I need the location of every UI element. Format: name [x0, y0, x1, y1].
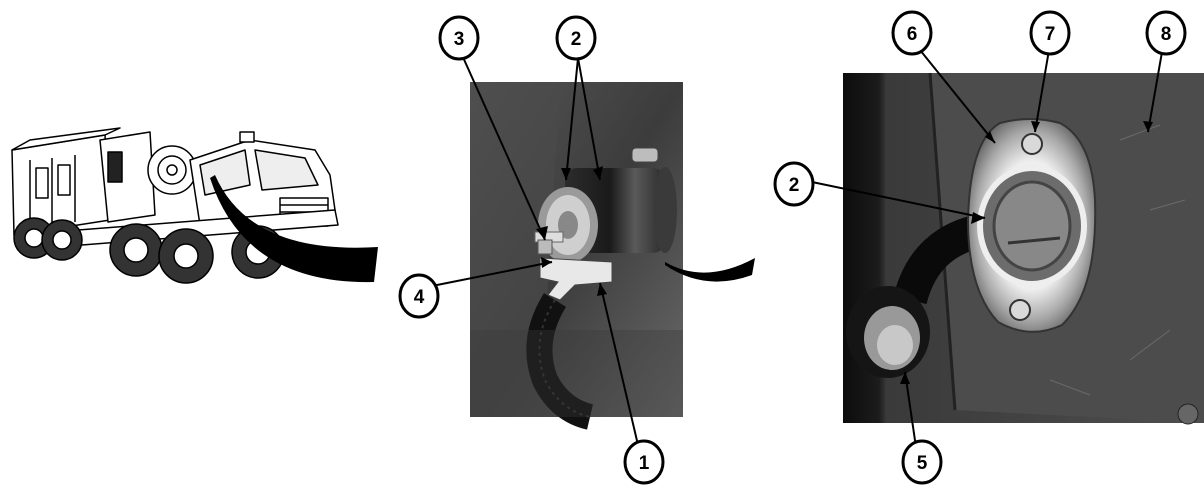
- zoom-swoosh-2: [665, 258, 755, 282]
- mounting-screw-bottom: [1009, 299, 1031, 321]
- callout-2: 2: [555, 15, 597, 61]
- power-outlet-body: [538, 167, 677, 263]
- wire-terminal: [539, 257, 613, 301]
- svg-text:4: 4: [414, 287, 425, 308]
- callout-2-right: 2: [773, 161, 815, 207]
- svg-text:6: 6: [907, 24, 918, 45]
- leader-lines: [431, 49, 1163, 455]
- photo-panel-opening: [843, 72, 1204, 425]
- outlet-mounting-plate: [966, 118, 1097, 333]
- svg-text:7: 7: [1045, 24, 1056, 45]
- svg-text:2: 2: [789, 175, 800, 196]
- protective-cap: [846, 286, 930, 378]
- svg-text:1: 1: [639, 453, 650, 474]
- callout-1: 1: [623, 439, 665, 485]
- terminal-nut: [537, 239, 553, 255]
- callout-3: 3: [438, 15, 480, 61]
- svg-text:5: 5: [917, 453, 928, 474]
- leader-arrowheads: [536, 121, 1153, 384]
- callout-4: 4: [398, 273, 440, 319]
- photo-outlet-side-view: [470, 82, 683, 430]
- mounting-screw-top: [1021, 133, 1043, 155]
- callout-5: 5: [901, 439, 943, 485]
- svg-text:3: 3: [454, 29, 465, 50]
- callout-6: 6: [891, 10, 933, 56]
- zoom-swoosh-1: [210, 175, 378, 283]
- svg-text:8: 8: [1161, 24, 1172, 45]
- callout-7: 7: [1029, 10, 1071, 56]
- callout-8: 8: [1145, 10, 1187, 56]
- svg-text:2: 2: [571, 29, 582, 50]
